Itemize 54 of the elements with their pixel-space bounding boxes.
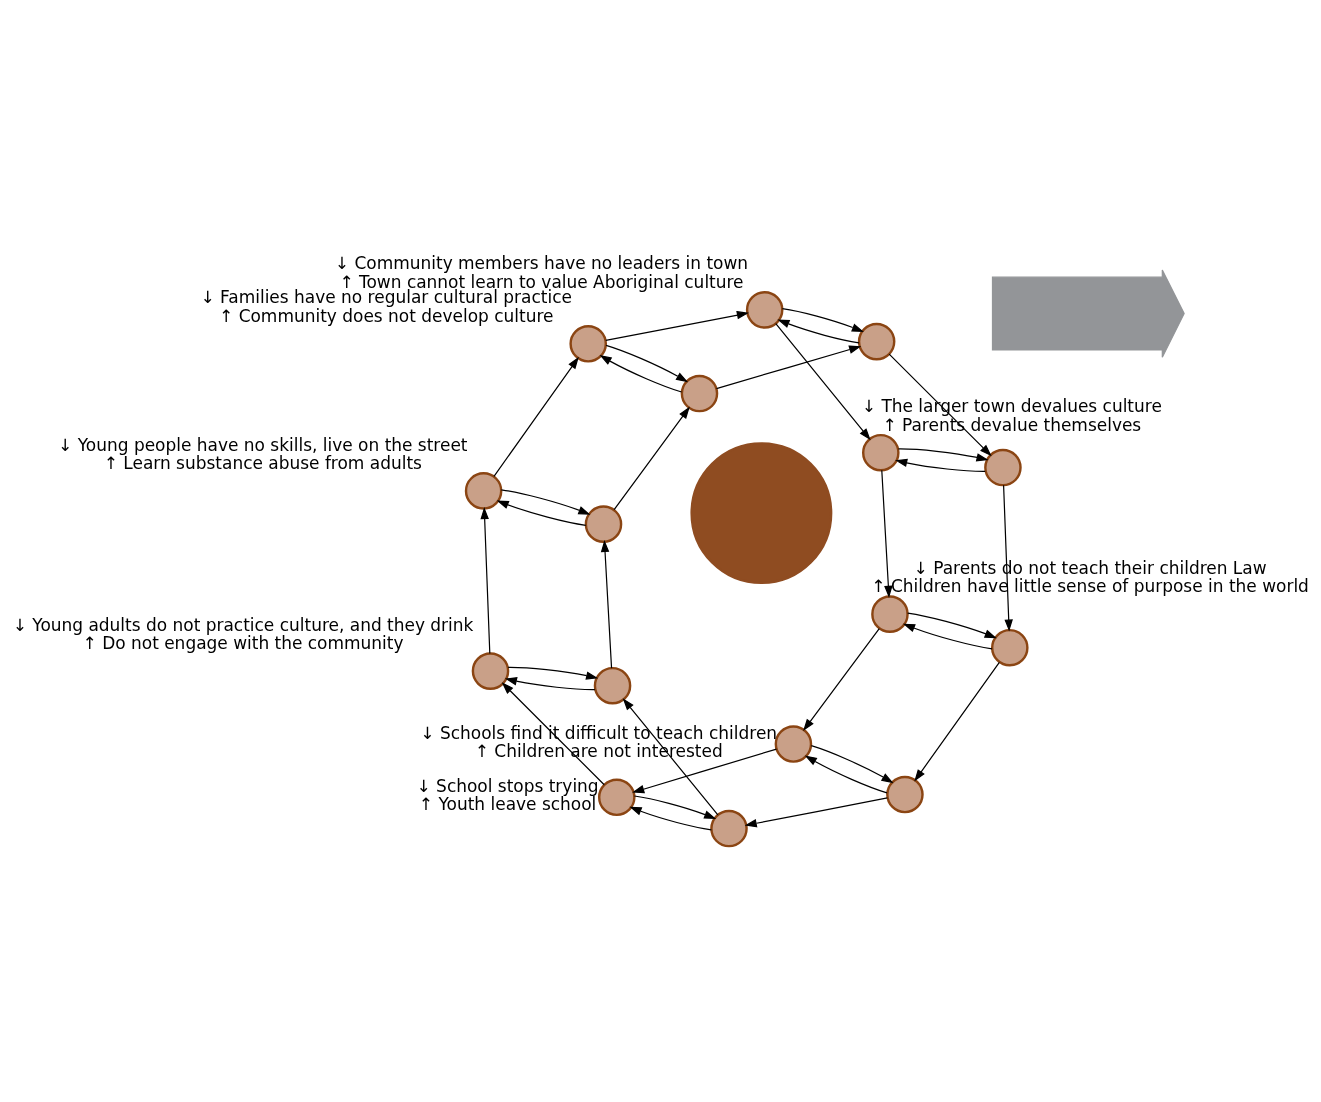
node-circle: [597, 778, 636, 817]
node-circle: [710, 809, 748, 848]
arrow: [715, 345, 862, 390]
arrow: [629, 806, 712, 831]
arrow: [599, 355, 683, 393]
node-label: ↓ Community members have no leaders in town: [334, 253, 749, 274]
arrow: [1003, 484, 1013, 632]
node-circle: [886, 775, 924, 814]
node-circle: [471, 652, 510, 690]
arrow: [881, 469, 893, 598]
node-circle: [690, 442, 833, 585]
node-circle: [584, 505, 623, 543]
arrow: [810, 745, 894, 784]
arrow: [907, 612, 997, 639]
node-circle: [464, 472, 503, 510]
node-label: ↑ Children have little sense of purpose in the world: [871, 575, 1309, 596]
arrow: [504, 677, 596, 691]
arrow: [605, 310, 749, 341]
node-label: ↓ Young adults do not practice culture, and they drink: [12, 614, 474, 635]
node-circle: [862, 433, 900, 472]
arrow: [781, 308, 864, 333]
arrow: [480, 507, 491, 655]
node-circle: [774, 725, 813, 763]
arrow: [622, 698, 719, 816]
node-label: ↓ School stops trying: [416, 776, 599, 797]
node-circle: [984, 448, 1022, 487]
node-circle: [593, 666, 632, 705]
arrow: [501, 682, 605, 786]
arrow: [600, 539, 613, 669]
node-circle: [569, 324, 607, 363]
node-circle: [680, 374, 719, 413]
arrow: [500, 489, 591, 515]
arrow: [895, 458, 986, 472]
arrow: [744, 797, 889, 828]
arrow: [613, 406, 690, 511]
arrow: [507, 666, 599, 680]
node-arrow: [991, 269, 1185, 358]
node-label: ↓ Families have no regular cultural practice: [200, 287, 572, 308]
node-circle: [745, 291, 784, 329]
node-circle: [857, 322, 896, 361]
arrow: [888, 353, 992, 457]
arrow: [914, 661, 1000, 782]
arrow: [633, 795, 717, 820]
arrow: [777, 319, 860, 344]
node-circle: [871, 595, 909, 633]
arrow: [605, 344, 689, 383]
node-circle: [990, 628, 1029, 667]
arrow: [902, 623, 993, 650]
arrow: [775, 322, 871, 441]
arrow: [496, 500, 587, 526]
arrow: [803, 627, 880, 732]
arrow: [493, 356, 579, 477]
arrow: [804, 755, 888, 794]
arrow: [897, 448, 989, 462]
